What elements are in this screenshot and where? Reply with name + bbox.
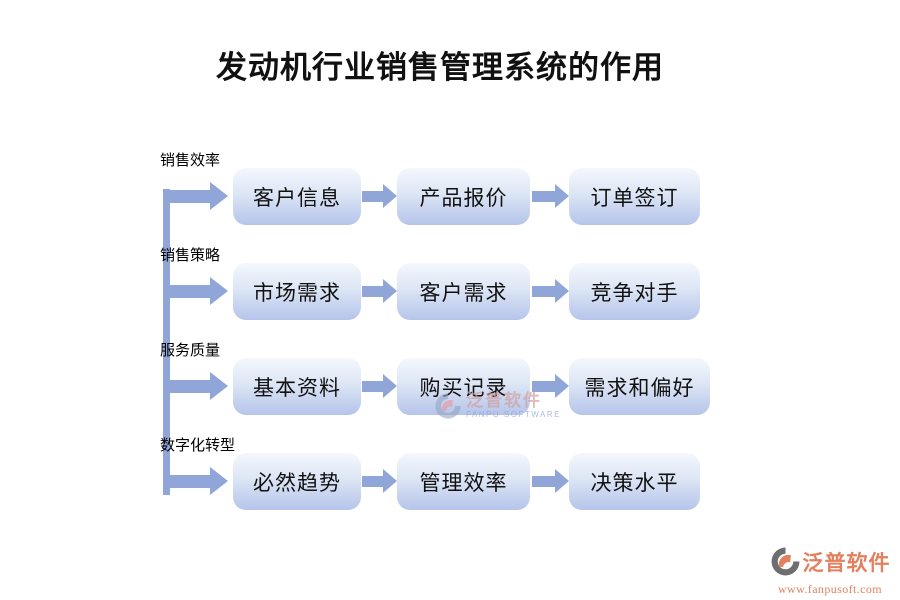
flow-arrow — [362, 469, 397, 493]
arrow-head-icon — [555, 279, 569, 303]
arrow-shaft — [362, 190, 383, 202]
flow-box-customer-demand: 客户需求 — [397, 263, 530, 320]
arrow-shaft — [170, 474, 210, 488]
flow-box-inevitable-trend: 必然趋势 — [233, 453, 361, 510]
arrow-shaft — [532, 190, 555, 202]
fanpu-logo-icon — [770, 546, 801, 581]
arrow-shaft — [532, 285, 555, 297]
arrow-head-icon — [210, 277, 228, 305]
flow-box-needs-preferences: 需求和偏好 — [569, 358, 710, 415]
flow-box-decision-level: 决策水平 — [569, 453, 700, 510]
arrow-shaft — [532, 475, 555, 487]
footer-logo: 泛普软件 www.fanpusoft.com — [768, 546, 892, 595]
flow-arrow — [532, 184, 569, 208]
flow-arrow — [362, 374, 397, 398]
row-label-sales-strategy: 销售策略 — [160, 248, 221, 264]
page-title: 发动机行业销售管理系统的作用 — [216, 50, 664, 85]
arrow-shaft — [532, 380, 555, 392]
arrow-head-icon — [555, 469, 569, 493]
footer-brand: 泛普软件 — [802, 551, 891, 575]
flow-arrow — [362, 279, 397, 303]
flow-box-product-quote: 产品报价 — [397, 168, 530, 225]
branch-arrow-row4 — [170, 467, 228, 495]
flow-box-market-demand: 市场需求 — [233, 263, 361, 320]
flow-box-basic-data: 基本资料 — [233, 358, 361, 415]
arrow-head-icon — [383, 469, 397, 493]
flow-box-order-signing: 订单签订 — [569, 168, 700, 225]
arrow-head-icon — [383, 184, 397, 208]
flow-arrow — [532, 279, 569, 303]
flow-arrow — [362, 184, 397, 208]
arrow-shaft — [170, 284, 210, 298]
arrow-head-icon — [210, 372, 228, 400]
flow-box-competitors: 竞争对手 — [569, 263, 700, 320]
arrow-head-icon — [210, 182, 228, 210]
flow-arrow — [532, 374, 569, 398]
arrow-shaft — [170, 379, 210, 393]
branch-arrow-row3 — [170, 372, 228, 400]
connector-spine — [163, 189, 170, 495]
arrow-shaft — [362, 380, 383, 392]
row-label-sales-efficiency: 销售效率 — [160, 153, 221, 169]
row-label-digital-transformation: 数字化转型 — [160, 438, 236, 454]
arrow-head-icon — [210, 467, 228, 495]
footer-url: www.fanpusoft.com — [777, 582, 882, 596]
branch-arrow-row2 — [170, 277, 228, 305]
arrow-head-icon — [555, 184, 569, 208]
flow-box-purchase-records: 购买记录 — [397, 358, 530, 415]
branch-arrow-row1 — [170, 182, 228, 210]
flow-arrow — [532, 469, 569, 493]
flow-box-management-efficiency: 管理效率 — [397, 453, 530, 510]
arrow-head-icon — [383, 279, 397, 303]
arrow-head-icon — [383, 374, 397, 398]
arrow-head-icon — [555, 374, 569, 398]
arrow-shaft — [362, 475, 383, 487]
row-label-service-quality: 服务质量 — [160, 343, 221, 359]
arrow-shaft — [170, 189, 210, 203]
flow-box-customer-info: 客户信息 — [233, 168, 361, 225]
arrow-shaft — [362, 285, 383, 297]
